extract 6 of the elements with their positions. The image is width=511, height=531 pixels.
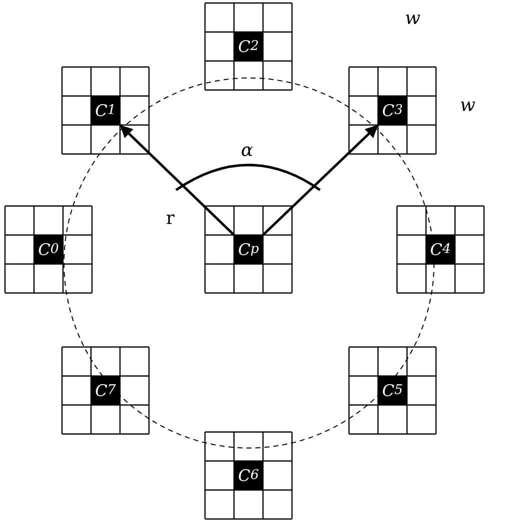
- arrow: [262, 124, 379, 236]
- radius-label: r: [166, 210, 175, 228]
- angle-label: α: [241, 142, 254, 160]
- arrow: [119, 124, 235, 236]
- width-label: w: [405, 10, 420, 28]
- width-label: w: [460, 97, 476, 115]
